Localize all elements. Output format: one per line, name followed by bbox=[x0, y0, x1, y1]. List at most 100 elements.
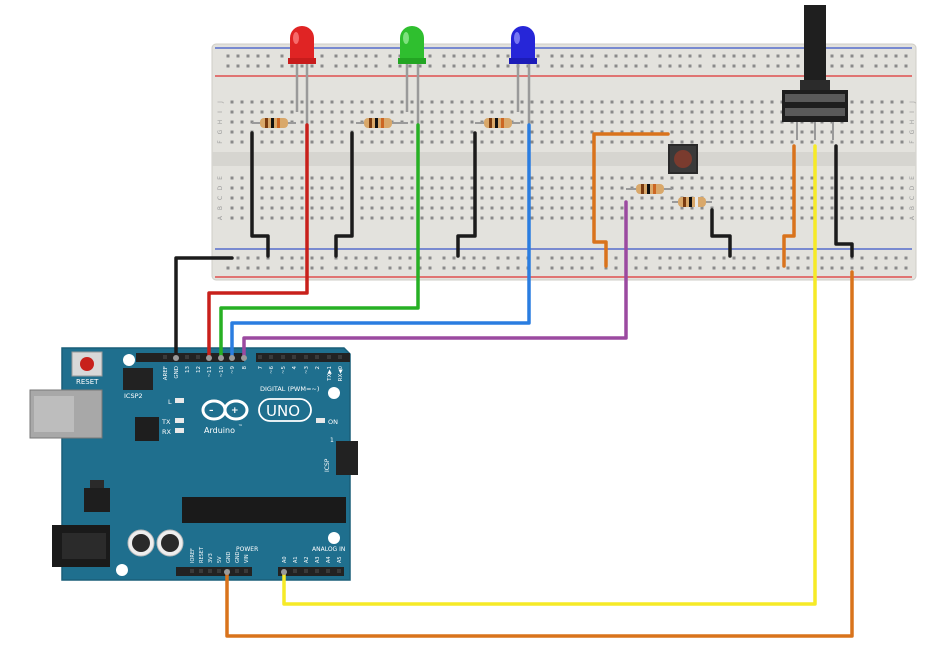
breadboard-hole bbox=[350, 110, 354, 114]
rail-hole bbox=[860, 54, 864, 58]
breadboard-hole bbox=[410, 110, 414, 114]
rail-hole bbox=[698, 54, 702, 58]
breadboard-hole bbox=[750, 130, 754, 134]
breadboard-hole bbox=[720, 130, 724, 134]
breadboard-hole bbox=[420, 206, 424, 210]
rail-hole bbox=[614, 266, 618, 270]
breadboard-hole bbox=[690, 216, 694, 220]
breadboard-hole bbox=[850, 140, 854, 144]
breadboard-hole bbox=[300, 120, 304, 124]
breadboard-hole bbox=[680, 110, 684, 114]
rail-hole bbox=[634, 64, 638, 68]
breadboard-hole bbox=[690, 140, 694, 144]
row-letter: C bbox=[909, 196, 916, 200]
breadboard-hole bbox=[460, 196, 464, 200]
rail-hole bbox=[668, 266, 672, 270]
breadboard-hole bbox=[460, 206, 464, 210]
breadboard-hole bbox=[790, 140, 794, 144]
pin-label: A1 bbox=[293, 556, 299, 563]
header-pin bbox=[190, 569, 194, 573]
breadboard-hole bbox=[580, 100, 584, 104]
breadboard-hole bbox=[890, 110, 894, 114]
rail-hole bbox=[560, 256, 564, 260]
breadboard-hole bbox=[370, 100, 374, 104]
breadboard-hole bbox=[810, 196, 814, 200]
breadboard-hole bbox=[580, 176, 584, 180]
rail-hole bbox=[256, 64, 260, 68]
rail-hole bbox=[668, 256, 672, 260]
breadboard-hole bbox=[390, 130, 394, 134]
breadboard-hole bbox=[750, 186, 754, 190]
breadboard-hole bbox=[850, 196, 854, 200]
pin-label: IOREF bbox=[190, 548, 196, 563]
breadboard-hole bbox=[590, 120, 594, 124]
breadboard-hole bbox=[280, 206, 284, 210]
breadboard-hole bbox=[880, 130, 884, 134]
breadboard-hole bbox=[270, 196, 274, 200]
breadboard-hole bbox=[730, 186, 734, 190]
breadboard-hole bbox=[600, 216, 604, 220]
breadboard-hole bbox=[360, 110, 364, 114]
pin-label: 13 bbox=[185, 366, 191, 373]
brand-tm: ™ bbox=[238, 424, 243, 430]
rail-hole bbox=[310, 256, 314, 260]
breadboard-hole bbox=[840, 140, 844, 144]
breadboard-hole bbox=[720, 176, 724, 180]
breadboard-hole bbox=[230, 130, 234, 134]
breadboard-hole bbox=[600, 206, 604, 210]
rail-hole bbox=[418, 64, 422, 68]
breadboard-hole bbox=[700, 140, 704, 144]
rail-hole bbox=[840, 256, 844, 260]
rail-hole bbox=[266, 266, 270, 270]
breadboard-hole bbox=[540, 186, 544, 190]
led-rx bbox=[175, 428, 184, 433]
breadboard-hole bbox=[330, 100, 334, 104]
row-letter: B bbox=[909, 206, 916, 210]
breadboard-hole bbox=[770, 206, 774, 210]
breadboard-hole bbox=[500, 130, 504, 134]
wire-orange-5v bbox=[225, 270, 854, 638]
voltage-regulator bbox=[84, 488, 110, 512]
rail-hole bbox=[496, 266, 500, 270]
rail-hole bbox=[884, 54, 888, 58]
breadboard-hole bbox=[810, 130, 814, 134]
breadboard-hole bbox=[870, 100, 874, 104]
breadboard-hole bbox=[240, 186, 244, 190]
rail-hole bbox=[634, 54, 638, 58]
breadboard-hole bbox=[530, 186, 534, 190]
rail-hole bbox=[796, 54, 800, 58]
led-on bbox=[316, 418, 325, 423]
breadboard-hole bbox=[420, 216, 424, 220]
breadboard-hole bbox=[270, 206, 274, 210]
breadboard-hole bbox=[770, 176, 774, 180]
rail-hole bbox=[408, 64, 412, 68]
breadboard-hole bbox=[650, 130, 654, 134]
breadboard-hole bbox=[770, 196, 774, 200]
breadboard-hole bbox=[900, 100, 904, 104]
resistors bbox=[252, 118, 712, 207]
rail-hole bbox=[408, 266, 412, 270]
rail-hole bbox=[266, 64, 270, 68]
breadboard-hole bbox=[380, 206, 384, 210]
icsp-header bbox=[336, 441, 358, 475]
pin-label: ~9 bbox=[230, 366, 236, 375]
mount-hole bbox=[123, 354, 135, 366]
breadboard-hole bbox=[570, 110, 574, 114]
pin-label: A3 bbox=[315, 556, 321, 563]
rail-hole bbox=[266, 256, 270, 260]
breadboard-hole bbox=[730, 196, 734, 200]
breadboard-hole bbox=[690, 186, 694, 190]
breadboard-hole bbox=[530, 110, 534, 114]
breadboard-hole bbox=[610, 206, 614, 210]
power-label: POWER bbox=[236, 546, 258, 553]
breadboard-hole bbox=[810, 140, 814, 144]
breadboard-hole bbox=[310, 110, 314, 114]
breadboard-hole bbox=[550, 120, 554, 124]
rail-hole bbox=[388, 256, 392, 260]
breadboard-hole bbox=[720, 110, 724, 114]
breadboard-hole bbox=[570, 186, 574, 190]
breadboard-hole bbox=[620, 216, 624, 220]
breadboard-hole bbox=[760, 186, 764, 190]
breadboard-hole bbox=[630, 140, 634, 144]
breadboard-hole bbox=[550, 176, 554, 180]
